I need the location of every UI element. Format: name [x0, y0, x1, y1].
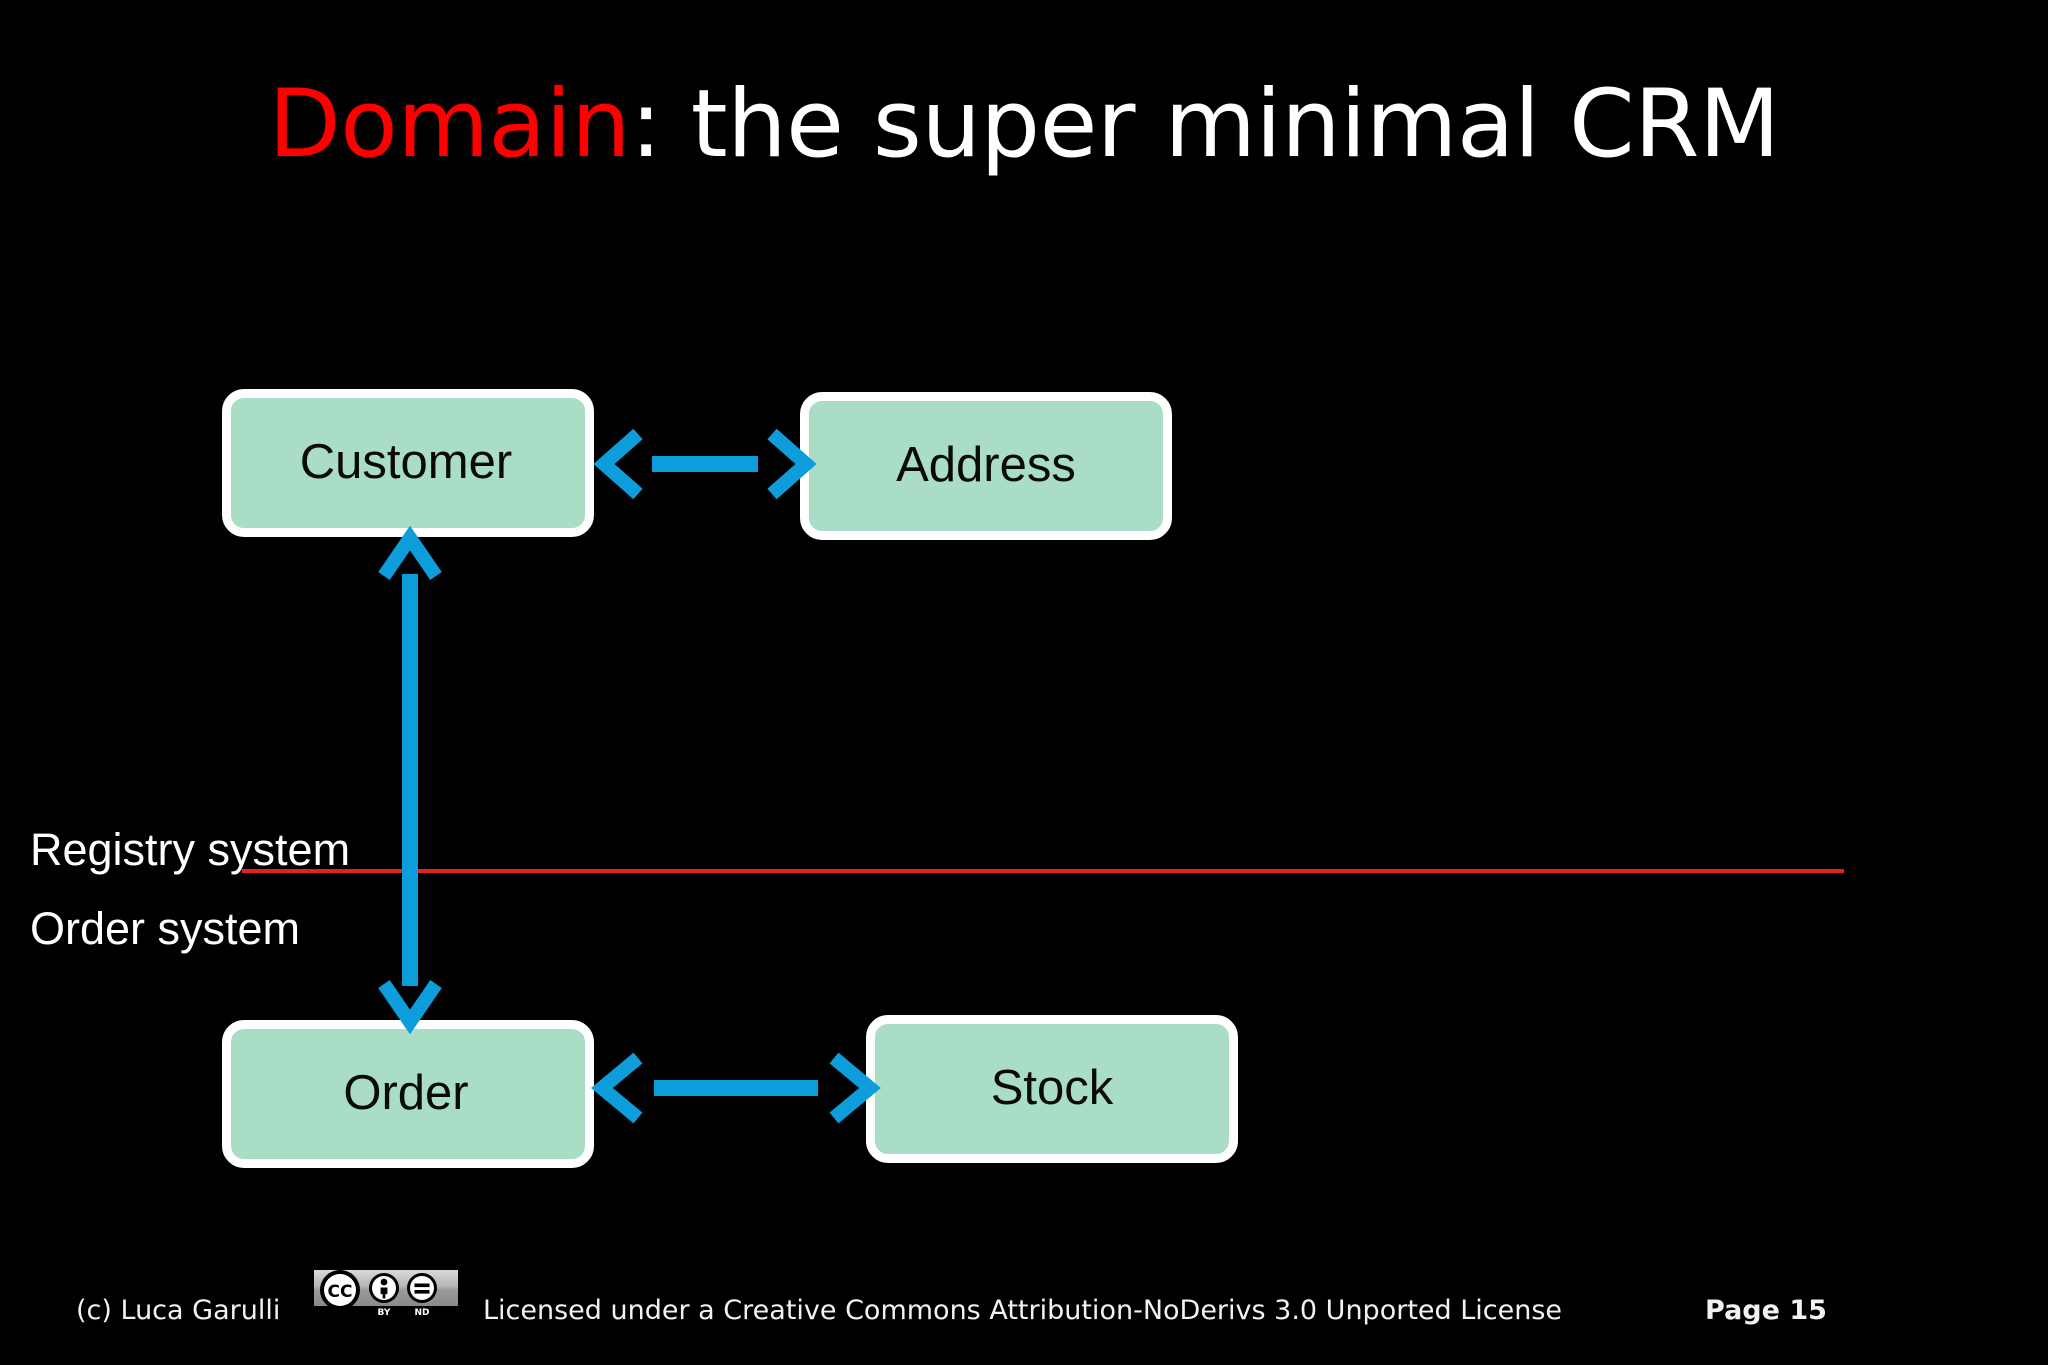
- entity-label-stock: Stock: [990, 1060, 1114, 1115]
- footer-copyright: (c) Luca Garulli: [76, 1295, 281, 1326]
- footer-license-text: Licensed under a Creative Commons Attrib…: [483, 1295, 1563, 1326]
- creative-commons-badge-icon[interactable]: CC BY ND: [312, 1266, 460, 1318]
- lane-label-registry: Registry system: [30, 824, 351, 875]
- connector-order-stock-icon: [591, 1052, 881, 1124]
- entity-box-stock[interactable]: Stock: [866, 1015, 1238, 1163]
- entity-label-order: Order: [343, 1065, 469, 1120]
- svg-text:CC: CC: [328, 1282, 353, 1302]
- title-accent-word: Domain: [268, 70, 631, 179]
- entity-box-order[interactable]: Order: [222, 1020, 594, 1168]
- entity-label-customer: Customer: [299, 434, 513, 489]
- connector-customer-order-icon: [378, 525, 442, 1035]
- page-title: Domain: the super minimal CRM: [0, 75, 2048, 175]
- connector-customer-address-icon: [593, 428, 817, 500]
- slide-footer: (c) Luca Garulli Licensed under a Creati…: [0, 1271, 2048, 1343]
- page-number: Page 15: [1705, 1295, 1827, 1326]
- entity-label-address: Address: [896, 437, 1076, 492]
- svg-text:ND: ND: [414, 1308, 429, 1318]
- entity-box-address[interactable]: Address: [800, 392, 1172, 540]
- svg-text:BY: BY: [378, 1308, 391, 1318]
- entity-box-customer[interactable]: Customer: [222, 389, 594, 537]
- lane-label-order: Order system: [30, 903, 301, 954]
- swimlane-divider: [242, 869, 1844, 873]
- title-rest: : the super minimal CRM: [630, 70, 1780, 179]
